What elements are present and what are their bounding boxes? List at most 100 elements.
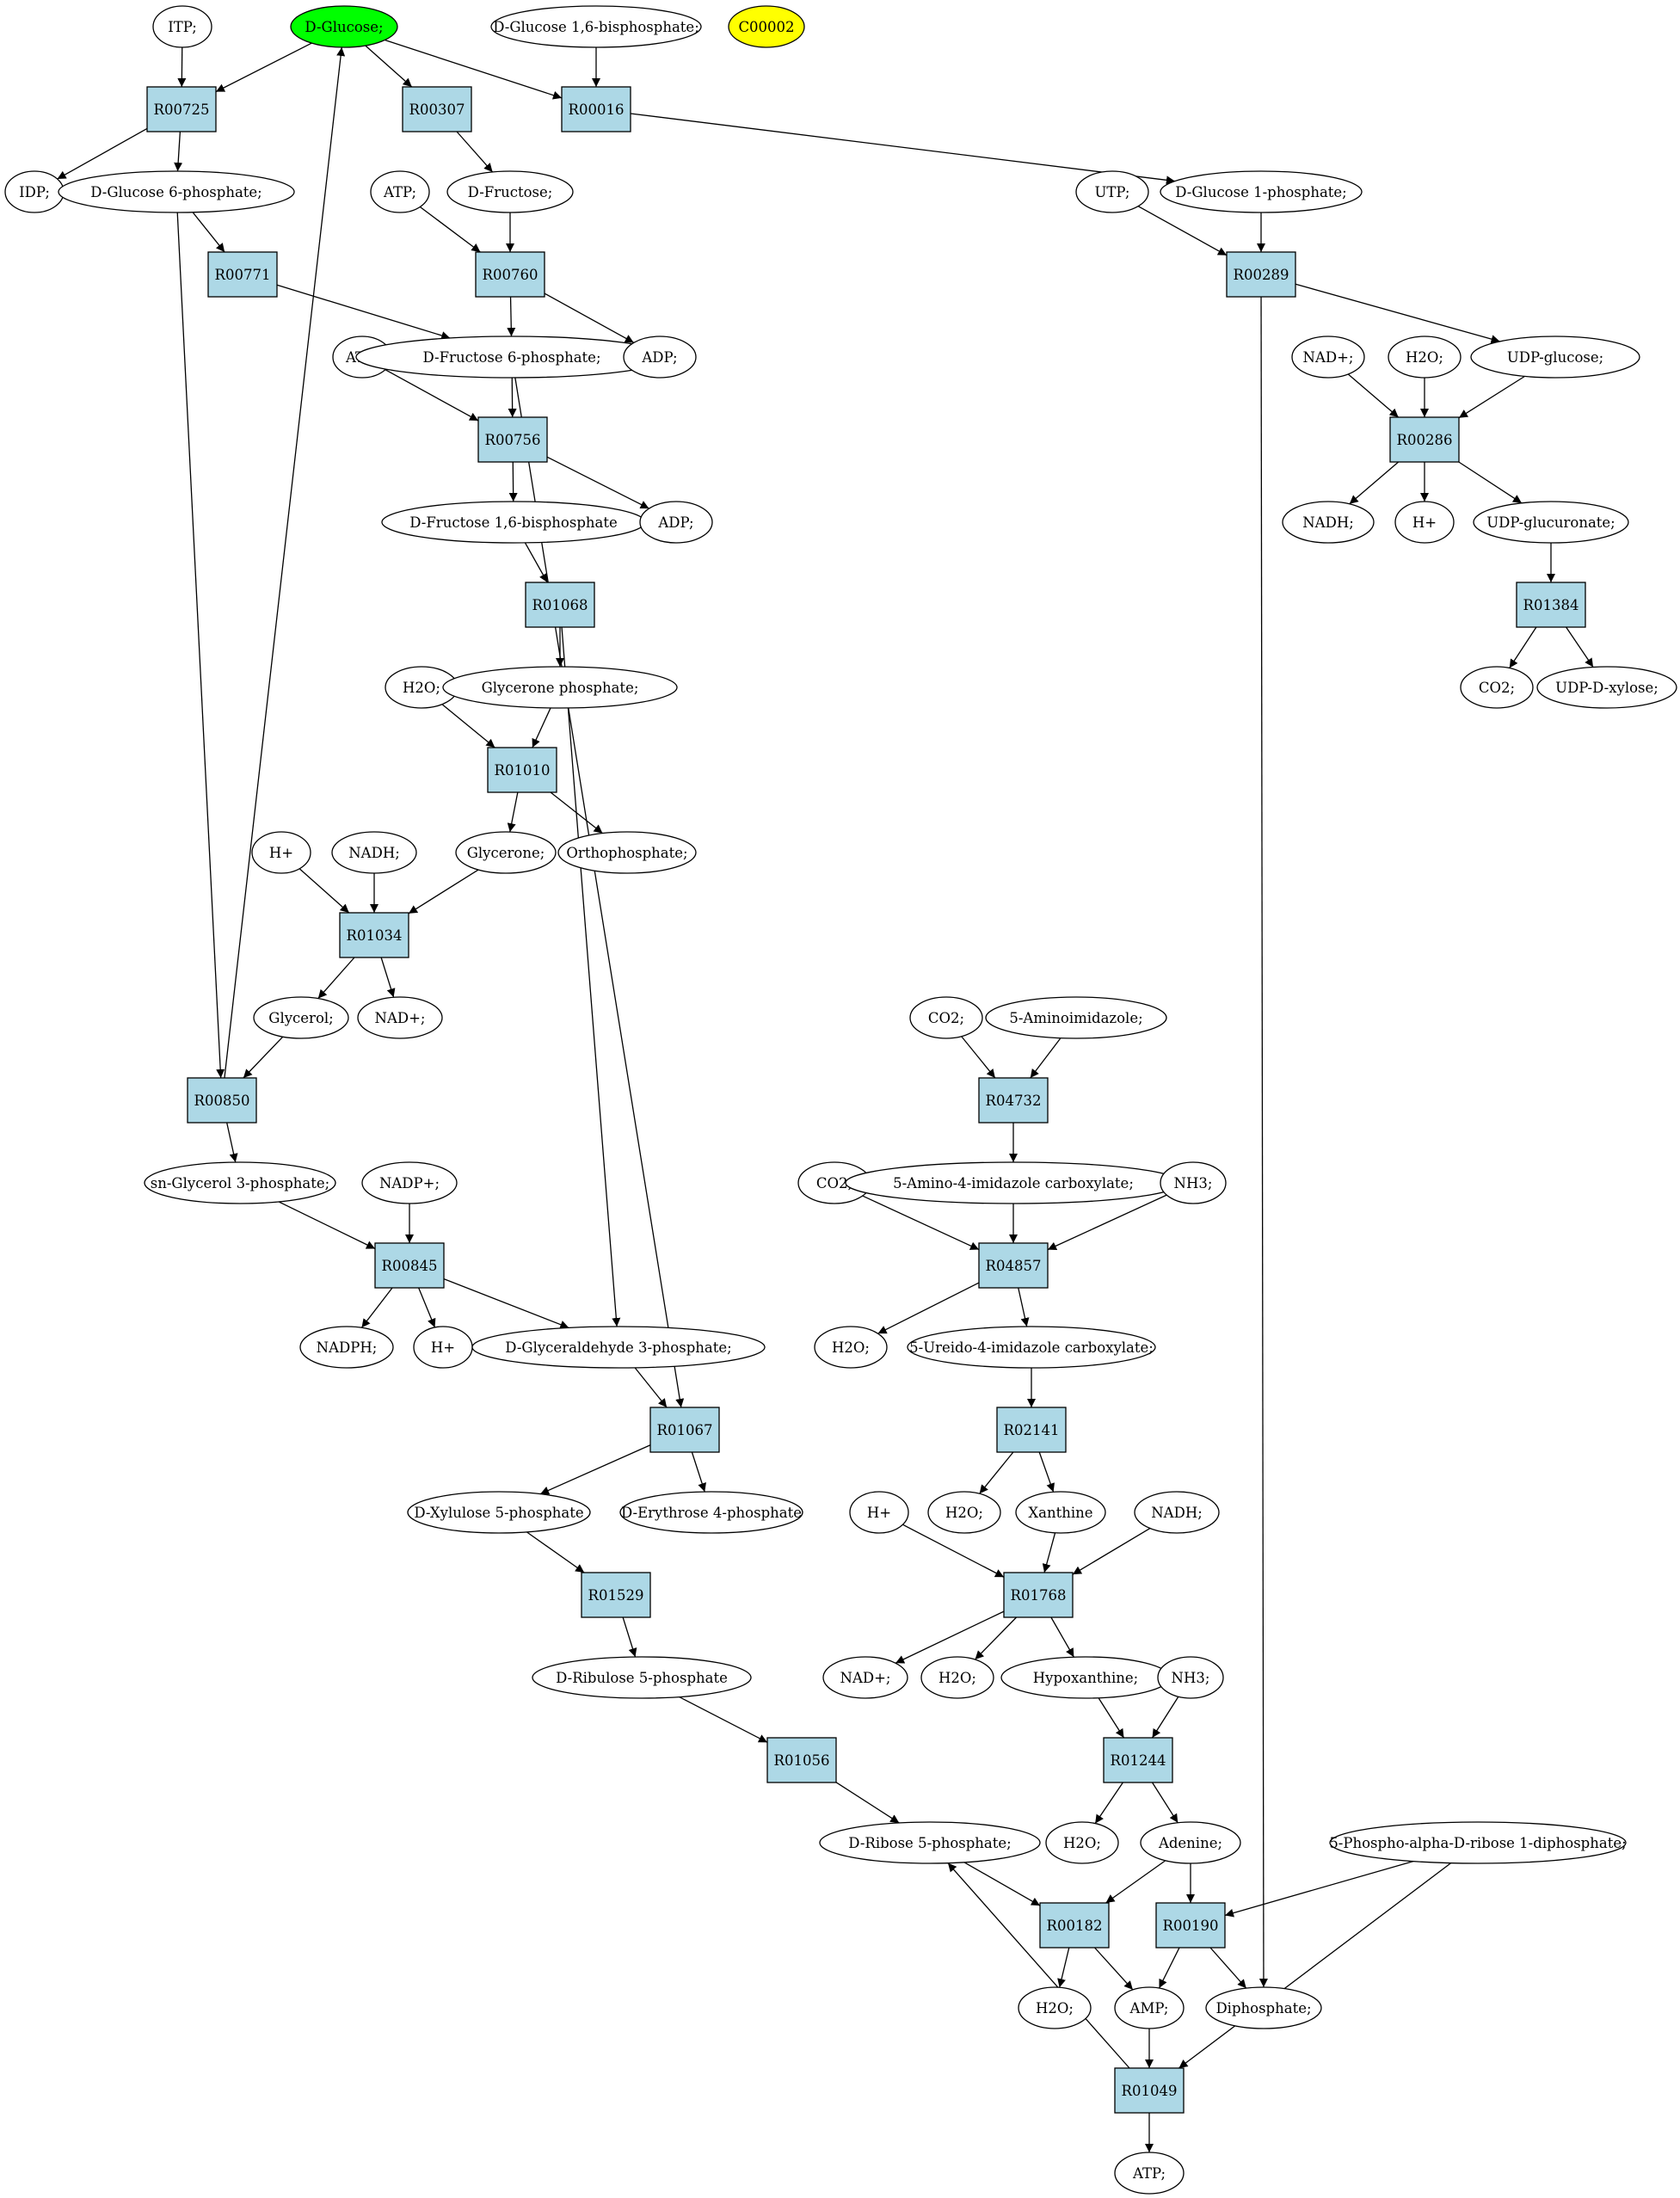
compound-ellipse xyxy=(849,1491,909,1534)
edge-r3-c10 xyxy=(630,113,1175,185)
compound-label: H+ xyxy=(1412,514,1437,531)
reaction-box xyxy=(1155,1902,1226,1949)
edge-r15-c43 xyxy=(1018,1287,1030,1327)
compound-label: H+ xyxy=(431,1339,455,1356)
reaction-node: R04732 xyxy=(978,1077,1049,1124)
edge-r21-c57 xyxy=(1151,1782,1178,1824)
compound-label: H2O; xyxy=(938,1670,976,1686)
compound-node: Orthophosphate; xyxy=(557,831,697,874)
edge-r2-c8 xyxy=(456,131,494,173)
edge-r22-c55 xyxy=(835,1782,900,1824)
compound-ellipse xyxy=(920,1656,994,1699)
reaction-label: R01384 xyxy=(1523,597,1579,613)
edge-c6-r4 xyxy=(192,212,225,253)
compound-label: D-Glucose 1-phosphate; xyxy=(1175,184,1347,200)
reaction-label: R00286 xyxy=(1397,432,1453,448)
compound-label: Xanthine xyxy=(1028,1505,1092,1521)
reaction-box xyxy=(1226,251,1296,298)
reaction-label: R01068 xyxy=(532,597,588,613)
edge-r16-c40 xyxy=(418,1287,436,1328)
compound-label: CO2; xyxy=(1479,680,1515,696)
reaction-box xyxy=(978,1077,1049,1124)
compound-node: D-Glucose 6-phosphate; xyxy=(58,170,295,213)
edge-r5-c13 xyxy=(544,292,635,343)
reaction-node: R01049 xyxy=(1114,2067,1185,2114)
reaction-label: R04732 xyxy=(986,1093,1042,1109)
compound-label: D-Fructose; xyxy=(468,184,553,200)
compound-ellipse xyxy=(407,1491,591,1534)
edge-c14-r8 xyxy=(1347,373,1400,418)
edge-c58-r25 xyxy=(1178,1862,1452,2069)
reaction-label: R04857 xyxy=(986,1258,1042,1274)
reaction-label: R00771 xyxy=(215,267,271,283)
compound-ellipse xyxy=(1473,501,1629,544)
compound-node: NH3; xyxy=(1160,1161,1227,1204)
reaction-box xyxy=(649,1407,720,1453)
edge-c12-r17 xyxy=(514,377,685,1408)
reaction-label: R00016 xyxy=(569,102,625,118)
compound-ellipse xyxy=(299,1326,394,1369)
reaction-box xyxy=(402,86,472,132)
compound-label: D-Ribulose 5-phosphate xyxy=(556,1670,728,1686)
compound-label: CO2; xyxy=(928,1010,964,1026)
compound-node: H2O; xyxy=(1018,1986,1092,2029)
compound-label: 5-Aminoimidazole; xyxy=(1009,1010,1142,1026)
compound-node: CO2; xyxy=(797,1161,871,1204)
compound-ellipse xyxy=(728,5,805,48)
compound-label: Adenine; xyxy=(1158,1835,1222,1851)
compound-label: 5-Amino-4-imidazole carboxylate; xyxy=(893,1175,1134,1191)
compound-node: sn-Glycerol 3-phosphate; xyxy=(144,1161,336,1204)
reaction-box xyxy=(1003,1572,1074,1618)
compound-label: NADP+; xyxy=(379,1175,440,1191)
compound-label: AMP; xyxy=(1129,2000,1169,2016)
edge-r4-c12 xyxy=(276,284,451,340)
compound-ellipse xyxy=(1536,666,1677,709)
compound-label: UDP-D-xylose; xyxy=(1555,680,1658,696)
reaction-label: R01056 xyxy=(774,1752,830,1769)
reaction-label: R00307 xyxy=(409,102,465,118)
edge-r9-c41 xyxy=(561,626,621,1327)
compound-label: D-Xylulose 5-phosphate xyxy=(414,1505,583,1521)
reaction-node: R01034 xyxy=(339,912,409,958)
edge-r1-c5 xyxy=(57,127,148,180)
edge-r24-c60 xyxy=(1158,1947,1180,1989)
compound-label: NH3; xyxy=(1174,1175,1213,1191)
edge-r12-c31 xyxy=(380,957,396,998)
reaction-label: R01034 xyxy=(347,927,403,944)
compound-ellipse xyxy=(814,1326,888,1369)
reaction-box xyxy=(525,582,595,628)
compound-node: D-Fructose; xyxy=(446,170,574,213)
edge-r6-c61 xyxy=(1258,296,1268,1988)
reaction-label: R00845 xyxy=(382,1258,438,1274)
edge-r17-c44 xyxy=(539,1444,651,1495)
reaction-node: R01768 xyxy=(1003,1572,1074,1618)
compound-ellipse xyxy=(927,1491,1001,1534)
reaction-box xyxy=(1103,1737,1173,1783)
reaction-box xyxy=(766,1737,837,1783)
compound-node: D-Glucose 1,6-bisphosphate; xyxy=(490,5,702,48)
compound-ellipse xyxy=(331,831,417,874)
compound-ellipse xyxy=(1018,1986,1092,2029)
compound-node: Hypoxanthine; xyxy=(1000,1656,1171,1699)
compound-node: H2O; xyxy=(385,666,458,709)
compound-ellipse xyxy=(455,831,557,874)
edge-r8-c21 xyxy=(1458,461,1523,504)
compound-node: CO2; xyxy=(1460,666,1534,709)
compound-node: D-Fructose 1,6-bisphosphate xyxy=(381,501,646,544)
edge-r10-c24 xyxy=(1509,626,1537,668)
edge-c2-r1 xyxy=(215,42,312,93)
compound-ellipse xyxy=(619,1491,803,1534)
reaction-node: R01068 xyxy=(525,582,595,628)
compound-node: H2O; xyxy=(1388,336,1462,379)
reaction-label: R02141 xyxy=(1004,1422,1060,1438)
compound-node: AMP; xyxy=(1114,1986,1185,2029)
compound-label: 5-Phospho-alpha-D-ribose 1-diphosphate; xyxy=(1329,1835,1626,1851)
reaction-node: R00190 xyxy=(1155,1902,1226,1949)
edge-c49-r20 xyxy=(1072,1527,1151,1575)
edge-c6-r14 xyxy=(176,212,225,1079)
compound-node: UTP; xyxy=(1075,170,1149,213)
compound-ellipse xyxy=(985,996,1167,1039)
edge-c28-r12 xyxy=(408,869,479,914)
compound-ellipse xyxy=(1114,1986,1185,2029)
